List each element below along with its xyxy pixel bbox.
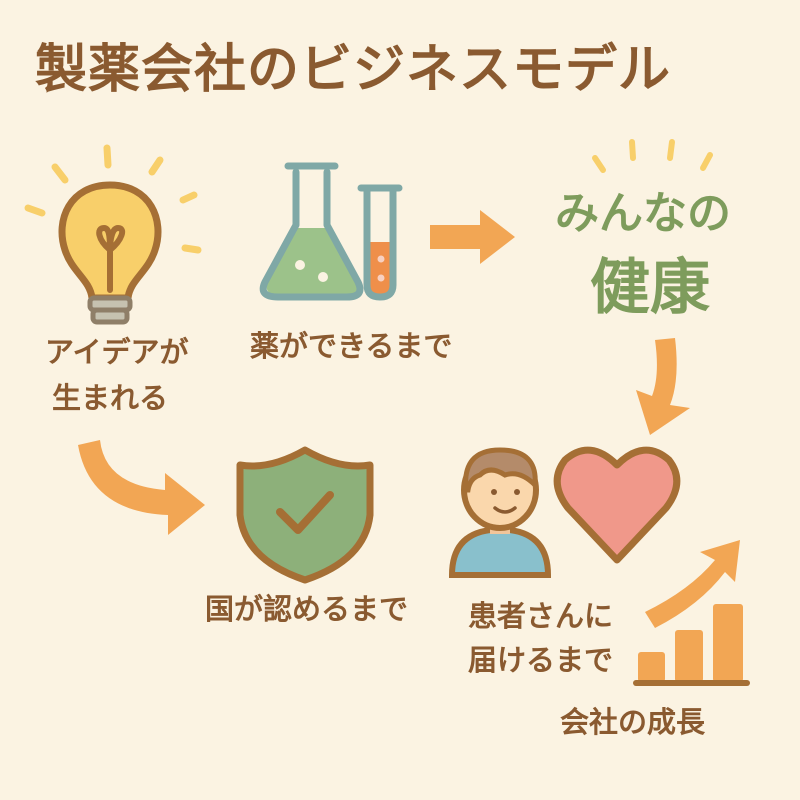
bar — [638, 652, 665, 682]
goal-line1: みんなの — [555, 188, 731, 239]
chart-baseline — [633, 680, 750, 686]
goal-line2: 健康 — [590, 253, 710, 323]
step-approval-label: 国が認めるまで — [205, 592, 409, 626]
bar — [713, 604, 743, 682]
arrow-down-icon — [636, 338, 690, 435]
arrow-curved-icon — [78, 440, 205, 535]
sparkle-rays-icon — [592, 139, 713, 173]
step-delivery-label-line2: 届けるまで — [468, 643, 614, 677]
step-idea-label-line1: アイデアが — [45, 335, 189, 369]
growth-label: 会社の成長 — [560, 705, 706, 739]
page-title: 製薬会社のビジネスモデル — [35, 40, 672, 100]
arrow-up-right-icon — [645, 540, 740, 628]
heart-icon — [553, 446, 681, 564]
lightbulb-icon — [24, 144, 202, 325]
step-delivery-label-line1: 患者さんに — [468, 599, 614, 633]
arrow-icons — [78, 210, 750, 686]
step-development-label: 薬ができるまで — [250, 329, 453, 363]
flask-test-tube-icon — [259, 162, 403, 301]
shield-check-icon — [236, 446, 374, 584]
step-idea-label-line2: 生まれる — [52, 381, 169, 415]
person-icon — [448, 447, 552, 578]
bar — [675, 630, 703, 682]
arrow-right-icon — [430, 210, 515, 264]
